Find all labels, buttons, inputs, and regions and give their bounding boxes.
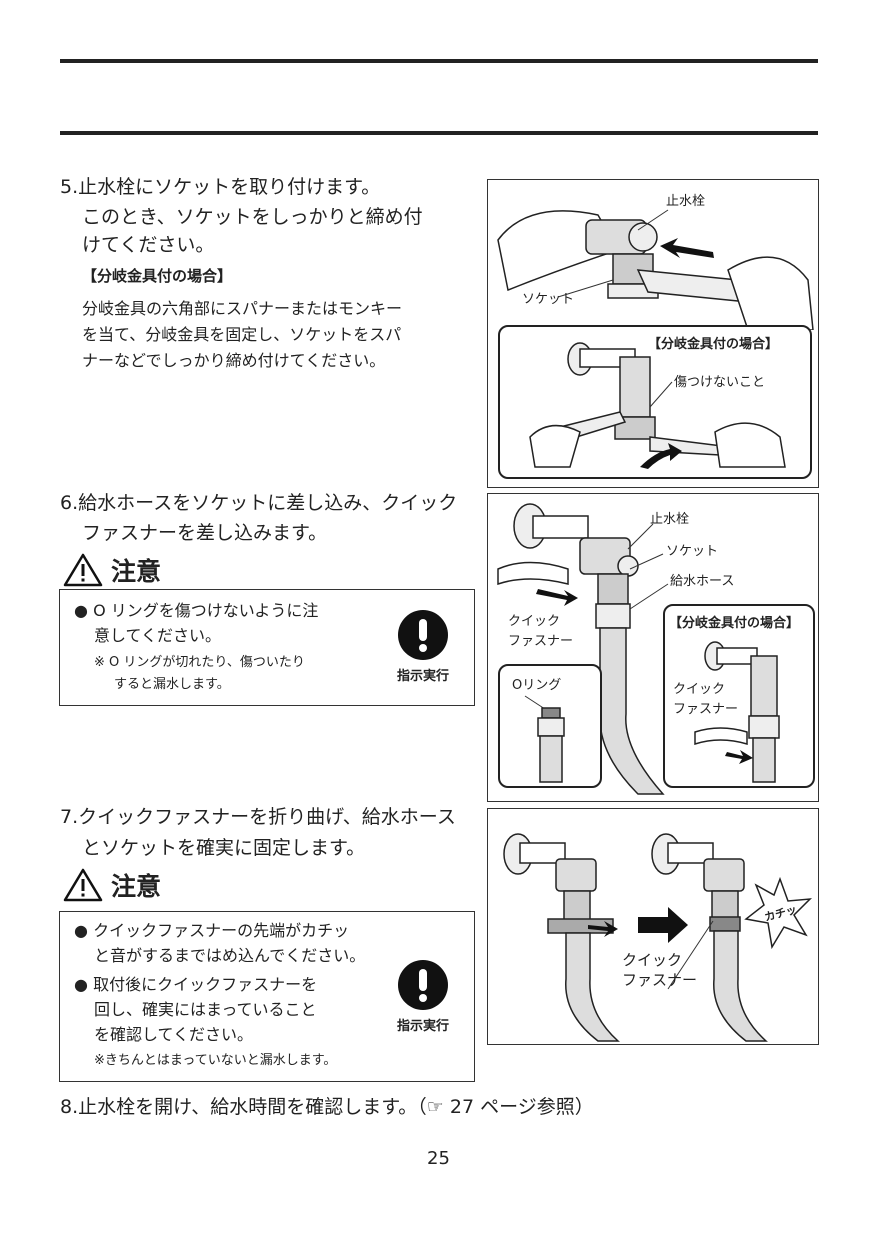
step7-sign-label: 指示実行 <box>396 1019 449 1034</box>
step6-caution-box: ● O リングを傷つけないように注 意してください。 ※ O リングが切れたり、… <box>59 589 475 706</box>
fig6-label-fastener-2: ファスナー <box>508 634 574 649</box>
step6-bullet-line2: 意してください。 <box>94 626 222 645</box>
step5-body-line3: ナーなどでしっかり締め付けてください。 <box>82 351 386 370</box>
step7-bullet2-line2: 回し、確実にはまっていること <box>94 1000 317 1019</box>
fig5-label-shisuisen: 止水栓 <box>666 194 706 209</box>
step6-note-line1: ※ O リングが切れたり、傷ついたり <box>94 655 305 670</box>
bullet-dot-icon: ● <box>74 601 88 620</box>
step5-subheading: 【分岐金具付の場合】 <box>82 267 233 285</box>
step6-caution: 注意 <box>63 552 161 588</box>
fig6-label-shisuisen: 止水栓 <box>650 512 690 527</box>
step5-body-line2: を当て、分岐金具を固定し、ソケットをスパ <box>82 325 402 344</box>
step7-caution-box: ● クイックファスナーの先端がカチッ と音がするまではめ込んでください。 ● 取… <box>59 911 475 1082</box>
figure-step7: カチッ クイック ファスナー <box>487 808 819 1045</box>
step6-sign-label: 指示実行 <box>396 669 449 684</box>
fig5-inset-title: 【分岐金具付の場合】 <box>648 337 779 352</box>
fig6-branch-inset: 【分岐金具付の場合】 クイック ファスナー <box>663 604 815 788</box>
step7-bullet2-line1: 取付後にクイックファスナーを <box>93 975 318 994</box>
figure-step5: 止水栓 ソケット 【分岐金具付の場合】 傷つけないこと <box>487 179 819 488</box>
step7-heading: 7.クイックファスナーを折り曲げ、給水ホース <box>60 802 456 832</box>
step8-number: 8. <box>60 1096 79 1118</box>
step6-heading: 6.給水ホースをソケットに差し込み、クイック <box>60 488 457 518</box>
step7-bullet1-line2: と音がするまではめ込んでください。 <box>94 946 366 965</box>
fig6-label-oring: Oリング <box>512 678 562 693</box>
fig6-label-fastener-1: クイック <box>508 614 561 629</box>
step7-bullet1: ● クイックファスナーの先端がカチッ <box>74 918 349 943</box>
step8-heading: 8.止水栓を開け、給水時間を確認します。（☞ 27 ページ参照） <box>60 1092 594 1122</box>
exclamation-icon <box>398 960 448 1010</box>
page-number: 25 <box>427 1148 450 1169</box>
step7-bullet2-line3: を確認してください。 <box>94 1025 254 1044</box>
fig6-label-hose: 給水ホース <box>670 574 735 589</box>
step7-bullet1-line1: クイックファスナーの先端がカチッ <box>93 921 350 940</box>
fastener-lock-illustration <box>503 833 812 1042</box>
step6-caution-label: 注意 <box>111 557 162 586</box>
warning-triangle-icon <box>63 553 103 587</box>
step7-line1: クイックファスナーを折り曲げ、給水ホース <box>78 806 456 828</box>
step8-text: 止水栓を開け、給水時間を確認します。（☞ 27 ページ参照） <box>78 1096 594 1118</box>
step5-line3: けてください。 <box>82 234 215 256</box>
step5-heading: 5.止水栓にソケットを取り付けます。 <box>60 172 380 202</box>
warning-triangle-icon <box>63 868 103 902</box>
fig5-inset-label: 傷つけないこと <box>674 375 766 390</box>
step7-caution: 注意 <box>63 867 161 903</box>
fig6-label-socket: ソケット <box>666 544 719 559</box>
fig7-label-fastener-1: クイック <box>622 951 683 969</box>
fig6-inset-title: 【分岐金具付の場合】 <box>669 616 800 631</box>
step5-line2: このとき、ソケットをしっかりと締め付 <box>82 206 423 228</box>
branch-fitting-illustration <box>529 342 786 469</box>
top-rule <box>60 59 818 63</box>
bullet-dot-icon: ● <box>74 975 88 994</box>
step7-bullet2: ● 取付後にクイックファスナーを <box>74 972 317 997</box>
step6-bullet-line1: O リングを傷つけないように注 <box>93 601 319 620</box>
step6-line1: 給水ホースをソケットに差し込み、クイック <box>78 492 458 514</box>
fig5-inset: 【分岐金具付の場合】 傷つけないこと <box>498 325 812 479</box>
step6-instruction-sign: 指示実行 <box>388 610 458 684</box>
fig6-inset-fastener-2: ファスナー <box>673 702 739 717</box>
step5-number: 5. <box>60 176 79 198</box>
step5-body-line1: 分岐金具の六角部にスパナーまたはモンキー <box>82 299 403 318</box>
exclamation-icon <box>398 610 448 660</box>
header-rule <box>60 131 818 135</box>
step7-caution-label: 注意 <box>111 872 162 901</box>
bullet-dot-icon: ● <box>74 921 88 940</box>
step7-number: 7. <box>60 806 79 828</box>
hose-fastener-illustration <box>497 503 669 795</box>
fig6-inset-fastener-1: クイック <box>673 682 726 697</box>
fig7-label-fastener-2: ファスナー <box>622 971 698 989</box>
fig5-label-socket: ソケット <box>522 292 575 307</box>
step5-line1: 止水栓にソケットを取り付けます。 <box>78 176 381 198</box>
step7-note: ※きちんとはまっていないと漏水します。 <box>94 1053 337 1068</box>
step6-note-line2: すると漏水します。 <box>114 677 230 692</box>
step7-line2: とソケットを確実に固定します。 <box>82 837 366 859</box>
fig6-oring-inset: Oリング <box>498 664 602 788</box>
step6-bullet: ● O リングを傷つけないように注 <box>74 598 318 623</box>
step6-line2: ファスナーを差し込みます。 <box>82 522 328 544</box>
branch-hose-illustration <box>694 641 780 783</box>
oring-illustration <box>524 695 565 783</box>
figure-step6: 止水栓 ソケット 給水ホース クイック ファスナー Oリング 【分岐金具付の場合… <box>487 493 819 802</box>
step7-instruction-sign: 指示実行 <box>388 960 458 1034</box>
step6-number: 6. <box>60 492 79 514</box>
faucet-socket-illustration <box>497 209 814 330</box>
